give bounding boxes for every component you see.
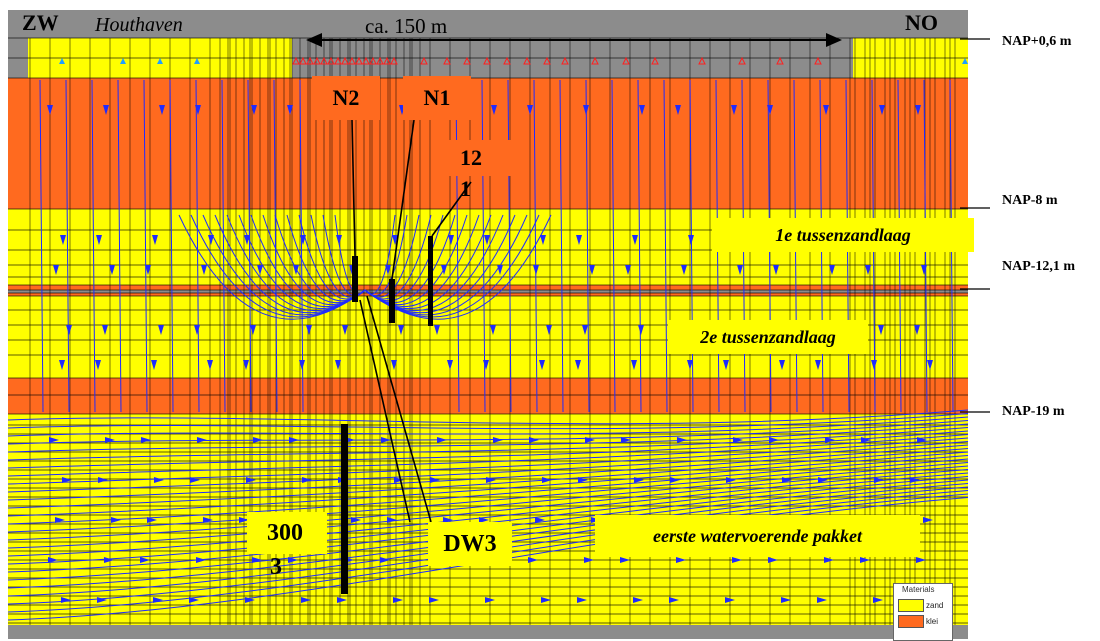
clay-layer-bottom (8, 378, 968, 414)
blue-surface-markers (59, 58, 968, 64)
houthaven-label: Houthaven (95, 14, 183, 36)
materials-legend: Materials zand klei (893, 583, 953, 641)
distance-arrow (306, 33, 842, 47)
legend-swatch-klei (898, 615, 924, 628)
legend-item-zand: zand (898, 599, 948, 613)
well-label-n1: N1 (403, 76, 471, 120)
well-label-n2: N2 (312, 76, 380, 120)
legend-swatch-zand (898, 599, 924, 612)
level-tick-lines (960, 38, 990, 413)
layer-label-second-sand: 2e tussenzandlaag (668, 320, 868, 354)
well-label-dw3: DW3 (428, 522, 512, 566)
legend-label-klei: klei (926, 617, 939, 626)
well-label-12-line2: 1 (460, 176, 471, 201)
legend-title: Materials (902, 585, 935, 594)
clay-thin-layer-a (8, 285, 968, 290)
well-n2-filter (352, 256, 358, 302)
level-label-nap-plus-0-6: NAP+0,6 m (1002, 34, 1072, 49)
no-label: NO (905, 10, 938, 35)
legend-label-zand: zand (926, 601, 944, 610)
legend-item-klei: klei (898, 615, 948, 629)
distance-label: ca. 150 m (365, 14, 448, 38)
well-3003-filter (341, 424, 348, 594)
level-label-nap-min-8: NAP-8 m (1002, 193, 1058, 208)
level-label-nap-min-19: NAP-19 m (1002, 404, 1065, 419)
well-label-300-line1: 300 (267, 519, 303, 546)
layer-label-first-sand: 1e tussenzandlaag (712, 218, 974, 252)
well-label-12: 12 (440, 140, 512, 176)
level-label-nap-min-12-1: NAP-12,1 m (1002, 259, 1076, 274)
well-label-300: 300 (247, 512, 327, 554)
well-12-filter (428, 236, 433, 326)
red-surface-markers (292, 56, 822, 65)
well-label-12-line1: 12 (460, 145, 482, 170)
well-label-300-line2: 3 (270, 554, 282, 580)
layer-label-aquifer: eerste watervoerende pakket (595, 515, 920, 557)
clay-thin-layer-b (8, 293, 968, 296)
zw-label: ZW (22, 10, 59, 35)
well-n1-filter (389, 279, 395, 323)
well-leader-lines (351, 119, 472, 523)
